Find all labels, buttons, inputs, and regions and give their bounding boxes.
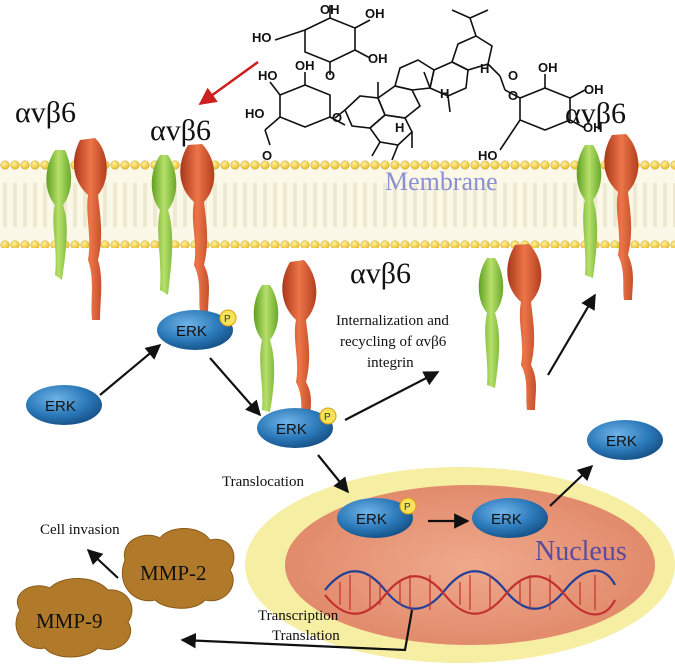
integrin-recycling bbox=[478, 244, 542, 410]
erk-label-5: ERK bbox=[491, 511, 522, 528]
erk-label-3: ERK bbox=[276, 421, 307, 438]
chem-oh-1: OH bbox=[320, 2, 340, 17]
arrow-cell-invasion bbox=[86, 548, 119, 579]
chem-ho-1: HO bbox=[252, 30, 272, 45]
arrow-recycling bbox=[547, 293, 596, 376]
dna-helix bbox=[324, 569, 616, 616]
internalization-line-2: recycling of αvβ6 bbox=[340, 334, 447, 350]
phospho-3: P bbox=[404, 502, 411, 513]
chem-oh-7: OH bbox=[583, 120, 603, 135]
integrin-right bbox=[576, 134, 639, 300]
chemical-structure bbox=[264, 5, 586, 161]
internalization-line-1: Internalization and bbox=[336, 313, 449, 329]
erk-label-4: ERK bbox=[356, 511, 387, 528]
mmp2-label: MMP-2 bbox=[140, 561, 207, 585]
chem-oh-6: OH bbox=[584, 82, 604, 97]
chem-h-1: H bbox=[395, 120, 404, 135]
chem-o-4: O bbox=[508, 88, 518, 103]
chem-oh-3: OH bbox=[368, 51, 388, 66]
chem-h-2: H bbox=[440, 86, 449, 101]
phospho-2: P bbox=[324, 412, 331, 423]
pathway-arrows bbox=[86, 293, 596, 652]
chem-oh-5: OH bbox=[538, 60, 558, 75]
chem-o-5: O bbox=[508, 68, 518, 83]
integrin-label-1: αvβ6 bbox=[15, 96, 76, 129]
cell-membrane bbox=[0, 160, 675, 248]
mmp9-blob bbox=[15, 578, 133, 658]
erk-left: ERK bbox=[26, 385, 102, 425]
erk-exported: ERK bbox=[587, 420, 663, 460]
mmp2-blob bbox=[121, 528, 235, 609]
chem-ho-4: HO bbox=[478, 148, 498, 163]
integrin-left bbox=[46, 138, 107, 320]
cell-invasion-label: Cell invasion bbox=[40, 522, 120, 538]
chem-ho-2: HO bbox=[258, 68, 278, 83]
chem-o-1: O bbox=[262, 148, 272, 163]
chem-o-2: O bbox=[325, 68, 335, 83]
mmp9-label: MMP-9 bbox=[36, 609, 103, 633]
chem-oh-2: OH bbox=[365, 6, 385, 21]
integrin-label-3: αvβ6 bbox=[350, 257, 411, 290]
chem-oh-4: OH bbox=[295, 58, 315, 73]
integrin-second bbox=[151, 144, 215, 314]
chem-ho-3: HO bbox=[245, 106, 265, 121]
erk-phospho-middle: ERK P bbox=[257, 407, 337, 448]
integrin-internalized bbox=[253, 260, 317, 420]
arrow-to-middle-erk bbox=[209, 357, 262, 417]
integrin-label-4: αvβ6 bbox=[565, 97, 626, 130]
translocation-label: Translocation bbox=[222, 474, 304, 490]
arrow-translocation bbox=[317, 454, 349, 494]
erk-nucleus: ERK bbox=[472, 498, 548, 538]
translation-label: Translation bbox=[272, 628, 340, 644]
erk-label-2: ERK bbox=[45, 398, 76, 415]
chem-o-3: O bbox=[332, 110, 342, 125]
erk-phospho-nucleus: ERK P bbox=[337, 497, 417, 538]
arrow-erk-activation bbox=[99, 344, 162, 396]
compound-arrow bbox=[198, 60, 259, 106]
integrin-label-2: αvβ6 bbox=[150, 114, 211, 147]
phospho-1: P bbox=[224, 314, 231, 325]
arrow-internalization bbox=[344, 371, 440, 421]
transcription-label: Transcription bbox=[258, 608, 339, 624]
arrow-export bbox=[549, 464, 594, 507]
nucleus-label: Nucleus bbox=[535, 536, 627, 567]
internalization-line-3: integrin bbox=[367, 355, 414, 371]
membrane-label: Membrane bbox=[385, 167, 498, 196]
chemical-labels: OH OH OH HO HO OH HO O O O O O OH OH OH … bbox=[245, 2, 604, 163]
erk-phospho-membrane: ERK P bbox=[157, 309, 237, 350]
erk-label-1: ERK bbox=[176, 323, 207, 340]
chem-h-3: H bbox=[480, 61, 489, 76]
arrow-transcription bbox=[180, 609, 414, 652]
erk-label-6: ERK bbox=[606, 433, 637, 450]
